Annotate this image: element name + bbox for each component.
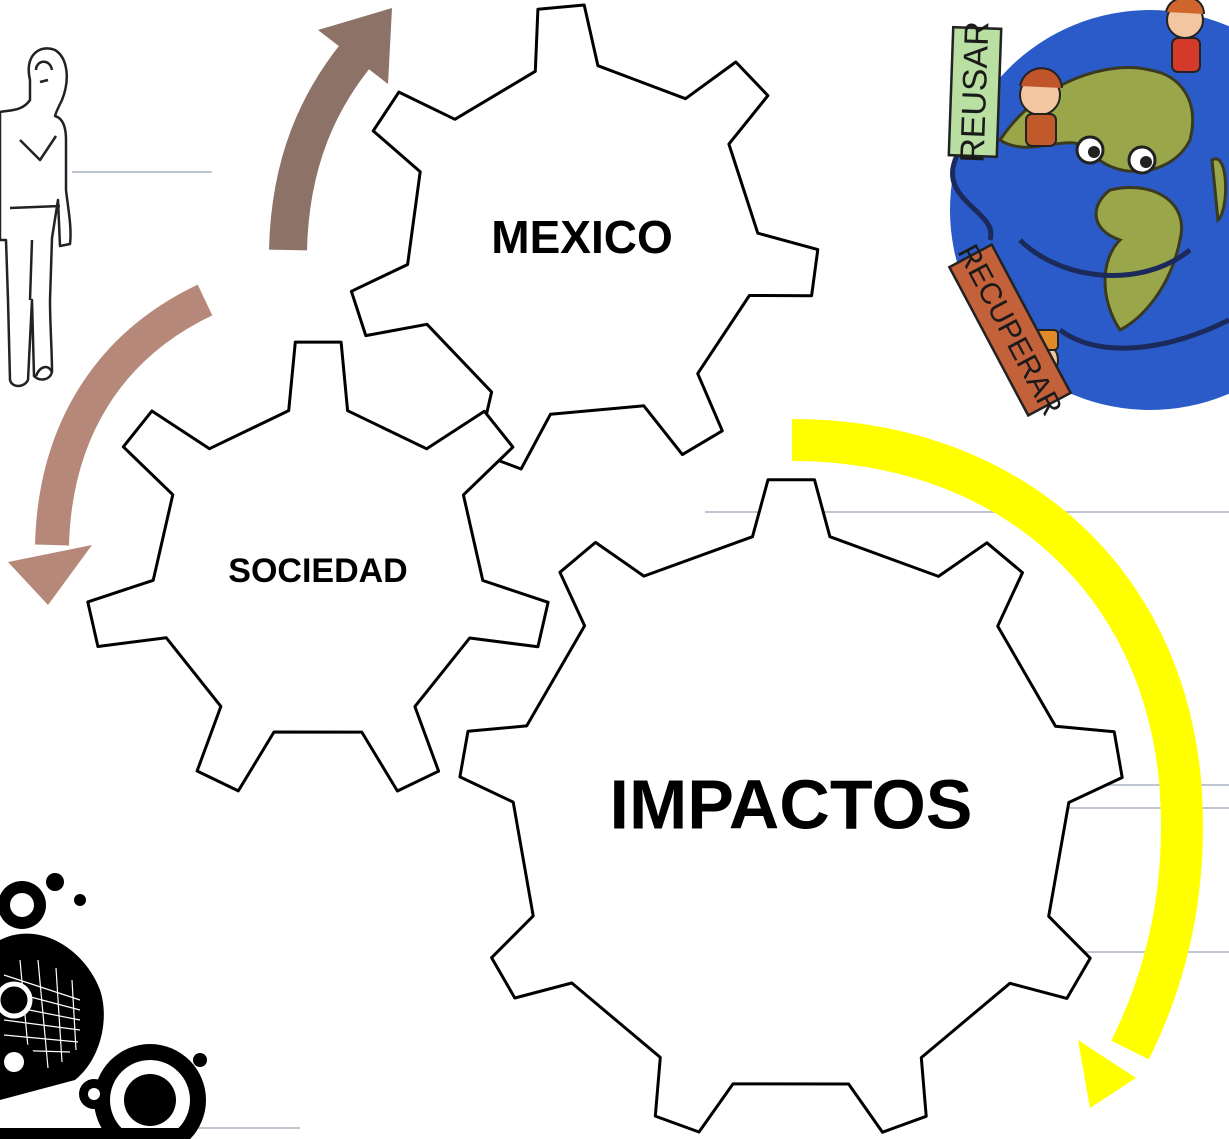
circles-logo-icon	[0, 873, 207, 1139]
arrow-yellow	[791, 419, 1203, 1108]
gear-mexico: MEXICO	[349, 3, 820, 471]
woman-sketch-icon	[0, 47, 72, 388]
gear-sociedad-shape	[86, 340, 550, 793]
arrow-brown-up-head	[318, 8, 392, 84]
arrow-yellow-shaft	[791, 419, 1203, 1060]
gear-impactos: IMPACTOS	[458, 478, 1124, 1134]
sign-reusar: REUSAR	[947, 21, 1003, 164]
gear-sociedad: SOCIEDAD	[86, 340, 550, 793]
globe-recycling-image: REUSAR RECUPERAR	[947, 0, 1229, 421]
arrow-yellow-head	[1078, 1040, 1136, 1108]
gear-mexico-label: MEXICO	[491, 211, 672, 263]
arrow-brown-up-shaft	[269, 43, 371, 251]
arrow-brown-down-head	[8, 545, 92, 605]
sign-reusar-text: REUSAR	[954, 21, 997, 164]
arrow-brown-down	[8, 284, 213, 605]
arrow-brown-up	[269, 8, 392, 251]
gear-impactos-label: IMPACTOS	[610, 765, 973, 843]
gears-layer: MEXICO SOCIEDAD IMPACTOS	[86, 3, 1124, 1134]
gear-sociedad-label: SOCIEDAD	[228, 552, 407, 590]
gear-mexico-shape	[349, 3, 820, 471]
gear-impactos-shape	[458, 478, 1124, 1134]
arrow-brown-down-shaft	[35, 284, 213, 546]
